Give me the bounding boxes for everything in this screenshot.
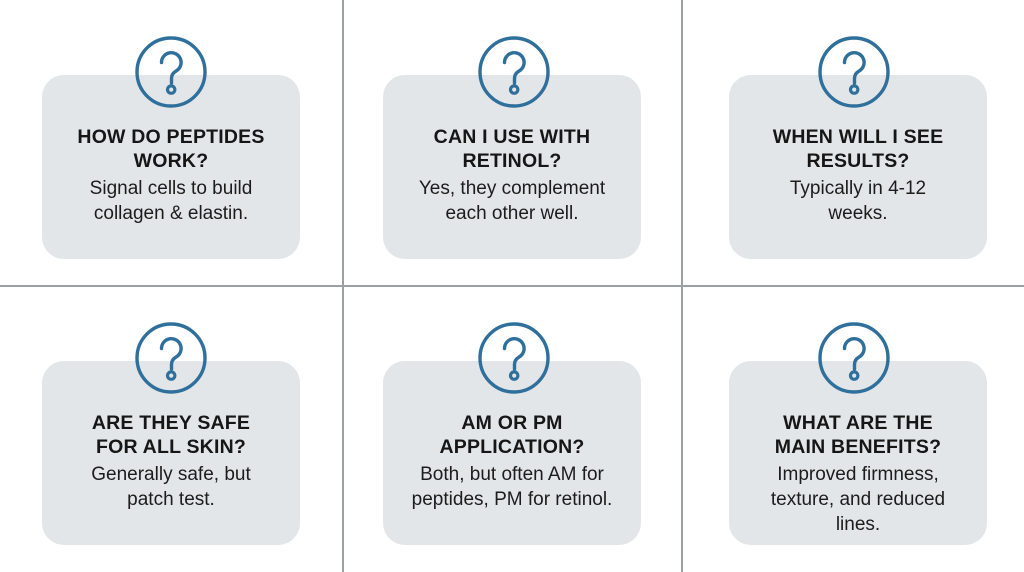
question-mark-circle-icon [134, 321, 208, 395]
question-mark-circle-icon [134, 35, 208, 109]
faq-cell: WHEN WILL I SEE RESULTS? Typically in 4-… [683, 0, 1024, 286]
question-mark-circle-icon [477, 321, 551, 395]
faq-question-title: WHAT ARE THE MAIN BENEFITS? [774, 412, 942, 458]
faq-question-title: CAN I USE WITH RETINOL? [433, 126, 591, 172]
question-mark-circle-icon [817, 321, 891, 395]
question-mark-circle-icon [477, 35, 551, 109]
faq-answer-text: Both, but often AM for peptides, PM for … [411, 464, 613, 510]
faq-answer-text: Typically in 4-12 weeks. [789, 178, 927, 224]
faq-card-text: WHEN WILL I SEE RESULTS? Typically in 4-… [729, 125, 987, 226]
faq-answer-text: Generally safe, but patch test. [91, 464, 251, 510]
faq-question-title: WHEN WILL I SEE RESULTS? [772, 126, 944, 172]
faq-card-text: WHAT ARE THE MAIN BENEFITS? Improved fir… [729, 411, 987, 537]
faq-cell: WHAT ARE THE MAIN BENEFITS? Improved fir… [683, 286, 1024, 572]
faq-card-text: CAN I USE WITH RETINOL? Yes, they comple… [383, 125, 641, 226]
faq-card-text: ARE THEY SAFE FOR ALL SKIN? Generally sa… [42, 411, 300, 512]
faq-answer-text: Yes, they complement each other well. [418, 178, 606, 224]
faq-question-title: HOW DO PEPTIDES WORK? [77, 126, 265, 172]
faq-card-text: HOW DO PEPTIDES WORK? Signal cells to bu… [42, 125, 300, 226]
faq-cell: HOW DO PEPTIDES WORK? Signal cells to bu… [0, 0, 341, 286]
faq-question-title: AM OR PM APPLICATION? [439, 412, 585, 458]
faq-answer-text: Improved firmness, texture, and reduced … [770, 464, 946, 535]
faq-question-title: ARE THEY SAFE FOR ALL SKIN? [91, 412, 251, 458]
faq-answer-text: Signal cells to build collagen & elastin… [89, 178, 253, 224]
question-mark-circle-icon [817, 35, 891, 109]
faq-cell: AM OR PM APPLICATION? Both, but often AM… [343, 286, 684, 572]
faq-card[interactable]: AM OR PM APPLICATION? Both, but often AM… [383, 361, 641, 545]
faq-card-text: AM OR PM APPLICATION? Both, but often AM… [383, 411, 641, 512]
faq-cell: ARE THEY SAFE FOR ALL SKIN? Generally sa… [0, 286, 341, 572]
grid-divider-horizontal [0, 285, 1024, 287]
faq-cell: CAN I USE WITH RETINOL? Yes, they comple… [343, 0, 684, 286]
